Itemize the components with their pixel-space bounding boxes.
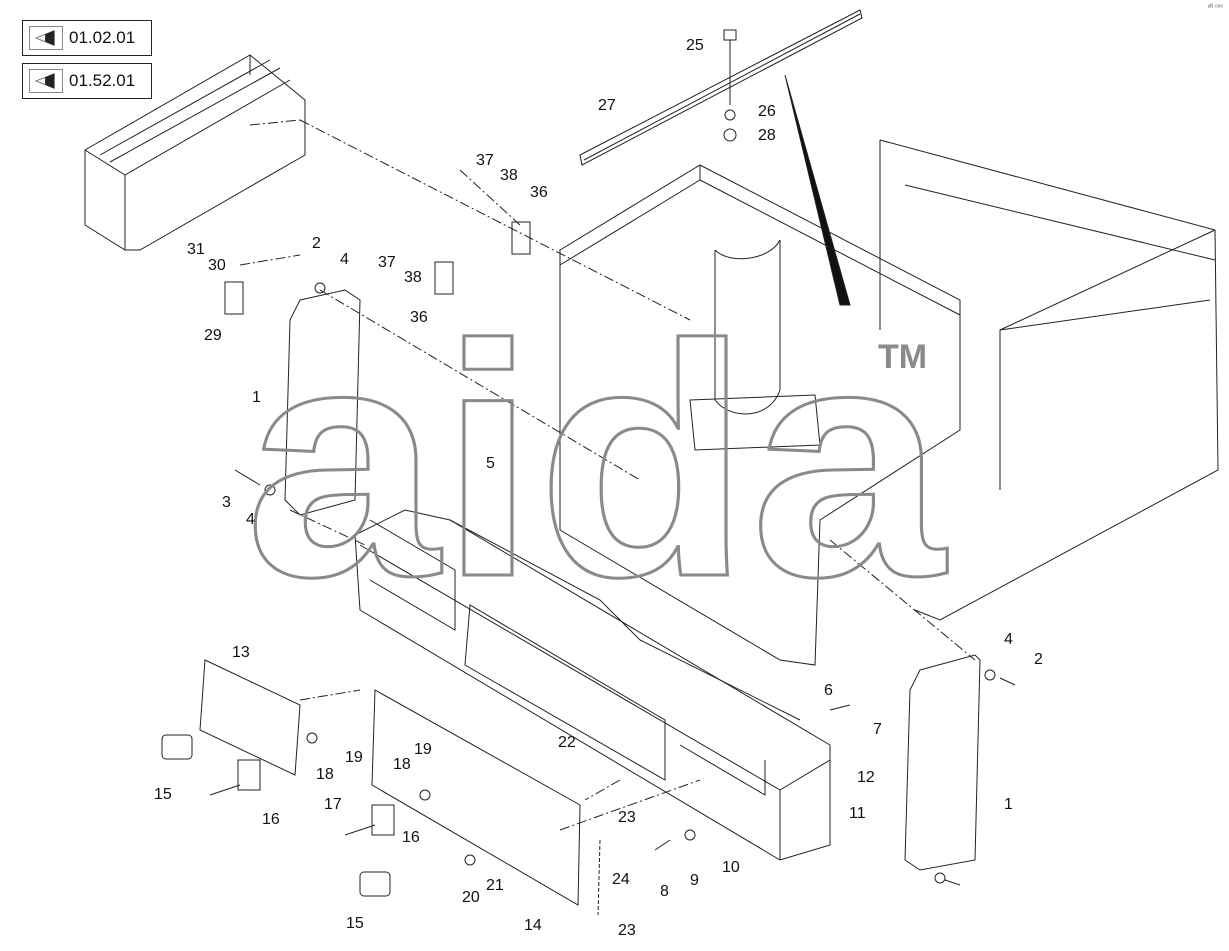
- bolt: [209, 469, 1016, 886]
- callout-number: 2: [312, 235, 321, 252]
- washer: [314, 282, 326, 294]
- callout-number: 17: [324, 796, 342, 813]
- callout-number: 7: [873, 721, 882, 738]
- callout-number: 37: [476, 152, 494, 169]
- callout-number: 36: [410, 309, 428, 326]
- callout-number: 5: [486, 455, 495, 472]
- callout-number: 18: [316, 766, 334, 783]
- latch-15-bottom: [359, 871, 391, 897]
- callout-number: 11: [849, 805, 866, 822]
- callout-number: 24: [612, 871, 630, 888]
- washer: [419, 789, 431, 801]
- view-arrow-icon: [29, 69, 63, 93]
- side-plate-right: [904, 654, 981, 871]
- washer: [934, 872, 946, 884]
- callout-number: 16: [262, 811, 280, 828]
- callout-number: 1: [252, 389, 261, 406]
- panel-13: [199, 659, 301, 776]
- panel-14: [371, 689, 581, 906]
- callout-number: 19: [345, 749, 363, 766]
- callout-number: 25: [686, 37, 704, 54]
- main-frame: [559, 164, 961, 666]
- callout-number: 10: [722, 859, 740, 876]
- callout-number: 16: [402, 829, 420, 846]
- callout-number: 12: [857, 769, 875, 786]
- callout-number: 15: [346, 915, 364, 932]
- callout-number: 36: [530, 184, 548, 201]
- hinge-36-b: [511, 221, 531, 255]
- callout-number: 19: [414, 741, 432, 758]
- callout-number: 1: [1004, 796, 1013, 813]
- callout-number: 3: [222, 494, 231, 511]
- callout-number: 2: [1034, 651, 1043, 668]
- pointer-arrow: [784, 74, 851, 306]
- top-plate: [579, 9, 863, 166]
- callout-number: 14: [524, 917, 542, 934]
- callout-number: 4: [246, 511, 255, 528]
- callout-number: 31: [187, 241, 205, 258]
- bracket-16-b: [371, 804, 395, 836]
- corner-mark: ᵖᴮ ᵒᵒᵒ: [1207, 4, 1223, 11]
- callout-number: 38: [404, 269, 422, 286]
- hinge-29: [224, 281, 244, 315]
- callout-number: 22: [558, 734, 576, 751]
- latch-15-top: [161, 734, 193, 760]
- callout-number: 37: [378, 254, 396, 271]
- callout-number: 26: [758, 103, 776, 120]
- callout-number: 18: [393, 756, 411, 773]
- washer: [464, 854, 476, 866]
- side-plate-left: [284, 289, 361, 516]
- callout-number: 23: [618, 809, 636, 826]
- washer: [264, 484, 276, 496]
- view-arrow-icon: [29, 26, 63, 50]
- callout-number: 27: [598, 97, 616, 114]
- callout-number: 15: [154, 786, 172, 803]
- callout-number: 21: [486, 877, 504, 894]
- bracket-16-a: [237, 759, 261, 791]
- callout-number: 38: [500, 167, 518, 184]
- callout-number: 20: [462, 889, 480, 906]
- ref-code: 01.02.01: [69, 28, 136, 47]
- crossmember: [354, 509, 831, 861]
- chain: [597, 839, 601, 916]
- hinge-36-a: [434, 261, 454, 295]
- callout-number: 13: [232, 644, 250, 661]
- washer: [684, 829, 696, 841]
- callout-number: 4: [1004, 631, 1013, 648]
- ref-link-01-02-01[interactable]: 01.02.01: [22, 20, 152, 56]
- callout-number: 30: [208, 257, 226, 274]
- ref-code: 01.52.01: [69, 71, 136, 90]
- callout-number: 28: [758, 127, 776, 144]
- bolt: [723, 29, 737, 105]
- rear-frame-assembly: [84, 54, 306, 251]
- callout-number: 29: [204, 327, 222, 344]
- callout-number: 4: [340, 251, 349, 268]
- ref-link-01-52-01[interactable]: 01.52.01: [22, 63, 152, 99]
- washer: [724, 109, 736, 121]
- callout-number: 9: [690, 872, 699, 889]
- washer: [984, 669, 996, 681]
- callout-number: 6: [824, 682, 833, 699]
- callout-number: 8: [660, 883, 669, 900]
- washer: [306, 732, 318, 744]
- callout-number: 23: [618, 922, 636, 939]
- nut: [723, 128, 737, 142]
